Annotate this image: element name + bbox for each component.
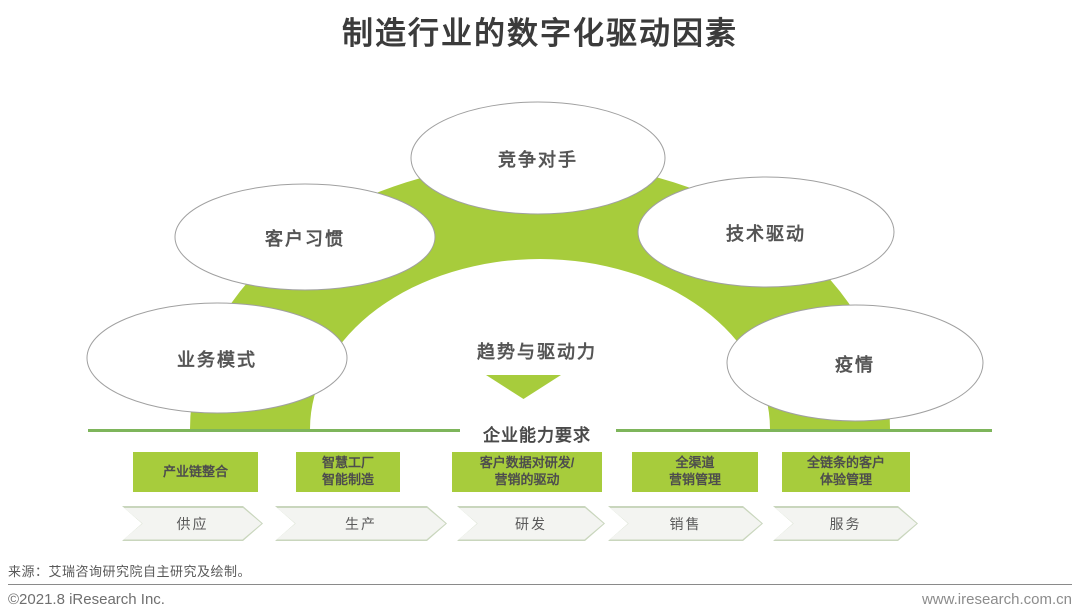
chevron-label: 供应 xyxy=(124,508,262,540)
bubble-pandemic xyxy=(726,304,984,422)
bubble-label-technology-driven: 技术驱动 xyxy=(726,224,806,244)
capability-requirements-label: 企业能力要求 xyxy=(477,421,597,446)
capability-box-line: 营销的驱动 xyxy=(494,472,560,487)
capability-box-industry-chain: 产业链整合 xyxy=(133,452,258,492)
capability-box-line: 智能制造 xyxy=(321,472,374,487)
chevron-arrow-rnd: 研发 xyxy=(457,506,605,541)
capability-box-omnichannel: 全渠道 营销管理 xyxy=(632,452,758,492)
website-text: www.iresearch.com.cn xyxy=(921,591,1072,608)
chevron-arrow-service: 服务 xyxy=(773,506,918,541)
capability-box-line: 全链条的客户 xyxy=(806,455,885,471)
capability-box-smart-factory: 智慧工厂 智能制造 xyxy=(296,452,400,492)
triangle-down-icon xyxy=(486,375,561,399)
chevron-label: 销售 xyxy=(610,508,762,540)
chevron-label: 研发 xyxy=(459,508,604,540)
bubble-technology-driven xyxy=(637,176,895,288)
source-note: 来源：艾瑞咨询研究院自主研究及绘制。 xyxy=(8,564,252,579)
bubble-label-pandemic: 疫情 xyxy=(835,355,875,375)
capability-box-customer-data: 客户数据对研发/ 营销的驱动 xyxy=(452,452,602,492)
capability-box-line: 产业链整合 xyxy=(162,463,228,479)
chevron-label: 生产 xyxy=(277,508,446,540)
copyright-text: ©2021.8 iResearch Inc. xyxy=(8,591,165,608)
trend-drivers-label: 趋势与驱动力 xyxy=(477,342,597,362)
capability-box-line: 体验管理 xyxy=(819,472,872,487)
chevron-label: 服务 xyxy=(775,508,917,540)
capability-box-line: 营销管理 xyxy=(668,472,721,487)
chevron-arrow-sales: 销售 xyxy=(608,506,763,541)
bubble-label-competitors: 竞争对手 xyxy=(498,150,578,170)
capability-box-line: 智慧工厂 xyxy=(321,455,374,471)
chevron-arrow-production: 生产 xyxy=(275,506,447,541)
bubble-business-model xyxy=(86,302,348,414)
page-title: 制造行业的数字化驱动因素 xyxy=(342,16,738,51)
bubble-customer-habits xyxy=(174,183,436,291)
chevron-arrow-supply: 供应 xyxy=(122,506,263,541)
bubble-label-customer-habits: 客户习惯 xyxy=(265,229,345,249)
footer-divider xyxy=(8,584,1072,585)
bubble-label-business-model: 业务模式 xyxy=(177,350,257,370)
capability-box-line: 全渠道 xyxy=(675,455,715,471)
capability-box-experience: 全链条的客户 体验管理 xyxy=(782,452,910,492)
capability-box-line: 客户数据对研发/ xyxy=(479,455,575,471)
bubble-competitors xyxy=(410,101,666,215)
